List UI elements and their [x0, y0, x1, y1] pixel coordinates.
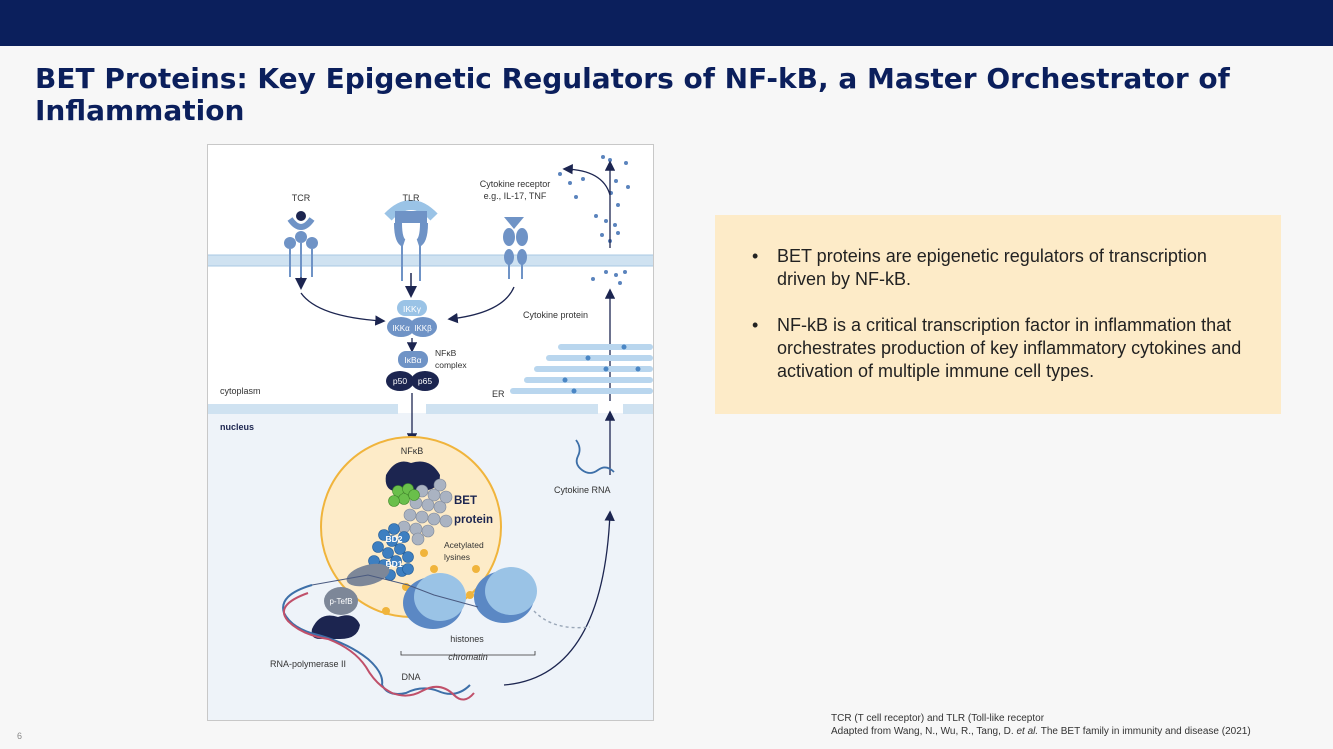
p-tefb-shape [324, 587, 358, 615]
plasma-membrane [208, 254, 653, 267]
er-label: ER [492, 389, 505, 399]
transcription-arrow [503, 510, 615, 686]
tcr-receptor-icon [284, 211, 318, 290]
header-bar [0, 0, 1333, 46]
histones-label: histones [450, 634, 484, 644]
rna-polymerase-label: RNA-polymerase II [270, 659, 346, 669]
acetylated-lysine-dots [382, 549, 480, 615]
key-point-nfkb: NF-kB is a critical transcription factor… [752, 314, 1251, 383]
dna-helix [282, 574, 479, 701]
bet-protein-label-line1: BET [454, 495, 477, 507]
p50-label: p50 [393, 376, 407, 386]
acetylated-lysines-label-line2: lysines [444, 552, 470, 562]
dna-strand-extension [533, 610, 591, 629]
bet-protein-label-line2: protein [454, 514, 493, 526]
key-points-callout: BET proteins are epigenetic regulators o… [715, 215, 1281, 414]
citation-note: Adapted from Wang, N., Wu, R., Tang, D. … [831, 726, 1251, 737]
cytokine-receptor-to-ikk-arrow [447, 286, 515, 324]
nuclear-nfkb-shape [385, 461, 440, 491]
autocrine-arrow [562, 164, 611, 196]
cytokine-receptor-examples: e.g., IL-17, TNF [484, 191, 547, 201]
key-points-list: BET proteins are epigenetic regulators o… [752, 245, 1251, 383]
dna-label: DNA [401, 672, 420, 682]
tcr-label: TCR [292, 193, 311, 203]
p65-label: p65 [418, 376, 432, 386]
nfkb-cytoplasmic-complex [386, 351, 439, 391]
ikk-complex [387, 300, 437, 337]
histone-2 [474, 567, 537, 623]
nfkb-nuclear-label: NFκB [401, 446, 424, 456]
nfkb-complex-label-line1: NFκB [435, 348, 457, 358]
cytokine-rna-label: Cytokine RNA [554, 485, 611, 495]
ikk-beta-label: IKKβ [414, 324, 432, 333]
nucleus-label: nucleus [220, 422, 254, 432]
ikb-alpha-label: IκBα [404, 355, 421, 365]
bet-protein-cluster [368, 478, 453, 581]
nfkb-complex-label-line2: complex [435, 360, 467, 370]
cytokine-rna-icon [575, 439, 615, 474]
nuclear-membrane [208, 404, 653, 414]
chromatin-bracket [400, 651, 536, 656]
endoplasmic-reticulum [510, 344, 653, 394]
pathway-diagram: TCR TLR Cytokine receptor e.g., IL-17, T… [208, 155, 653, 720]
cytokine-protein-label: Cytokine protein [523, 310, 588, 320]
page-number: 6 [17, 731, 23, 741]
acetylated-lysines-label-line1: Acetylated [444, 540, 484, 550]
bd1-label: BD1 [385, 559, 402, 569]
cytokine-receptor-label: Cytokine receptor [480, 179, 551, 189]
ikk-gamma-label: IKKγ [403, 304, 422, 314]
cytoplasm-label: cytoplasm [220, 386, 261, 396]
tlr-label: TLR [402, 193, 420, 203]
abbreviation-note: TCR (T cell receptor) and TLR (Toll-like… [831, 713, 1045, 724]
key-point-bet-proteins: BET proteins are epigenetic regulators o… [752, 245, 1251, 291]
tlr-receptor-icon [384, 200, 438, 298]
slide-title: BET Proteins: Key Epigenetic Regulators … [35, 62, 1230, 127]
cytokine-receptor-icon [503, 217, 528, 279]
rna-polymerase-shape [311, 615, 360, 639]
nfkb-pathway-figure: TCR TLR Cytokine receptor e.g., IL-17, T… [207, 144, 654, 721]
footnotes: TCR (T cell receptor) and TLR (Toll-like… [831, 712, 1251, 738]
ikk-alpha-label: IKKα [392, 324, 410, 333]
chromatin-label: chromatin [448, 652, 488, 662]
tcr-to-ikk-arrow [300, 292, 386, 326]
p-tefb-label: p-TefB [329, 597, 352, 606]
bd2-label: BD2 [385, 534, 402, 544]
